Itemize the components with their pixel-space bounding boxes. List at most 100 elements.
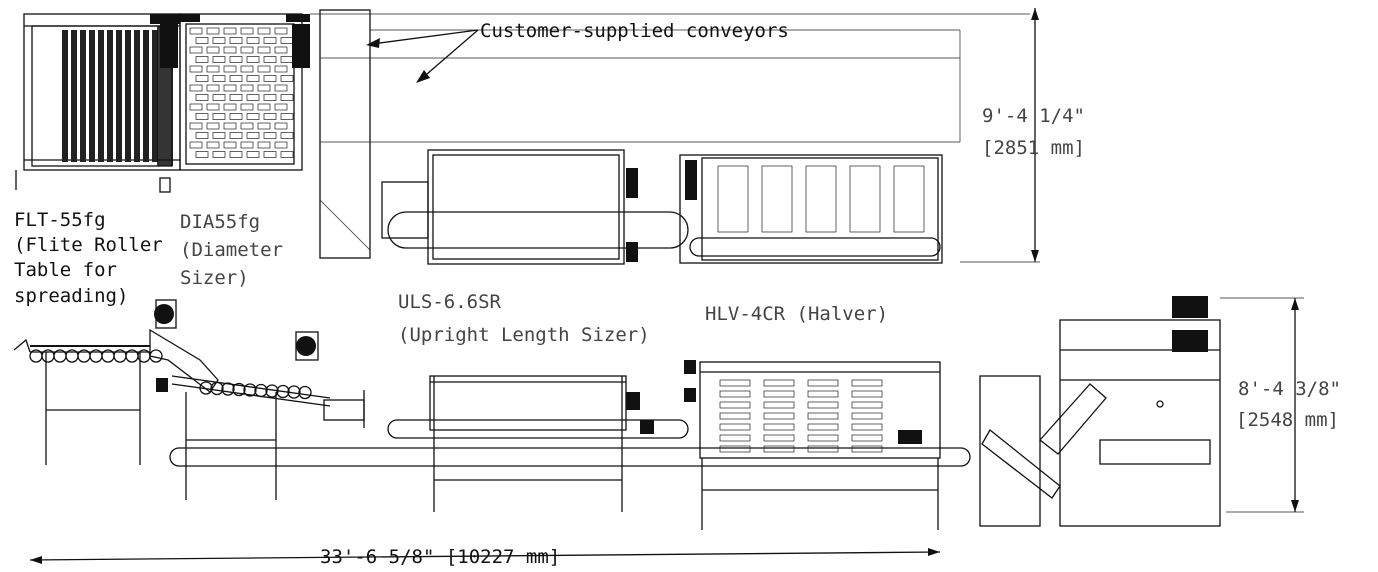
dia-side-roller [265, 384, 279, 398]
dia-cell [263, 75, 277, 82]
hlv-side-cell [763, 390, 795, 398]
flt-roller [98, 30, 104, 162]
overall-length-dimension [29, 548, 941, 564]
hlv-side-cell [719, 423, 751, 431]
hlv-side-cell [851, 434, 883, 442]
dia-cell [212, 94, 226, 101]
hlv-side-cell [851, 423, 883, 431]
dia-cell [257, 103, 271, 111]
uls-model-label: ULS-6.6SR [398, 291, 502, 313]
dia-cell [212, 113, 226, 120]
dia-side-roller [243, 383, 257, 397]
hlv-plan-unit [679, 154, 943, 264]
dia-cell [229, 151, 243, 158]
uls-side-unit [169, 375, 971, 512]
dia-cell [257, 65, 271, 73]
dia-side-roller [199, 381, 213, 395]
hlv-side-cell [763, 434, 795, 442]
hlv-side-cell [807, 412, 839, 420]
dia-cell [246, 37, 260, 44]
hlv-side-cell [807, 434, 839, 442]
flt-side-unit [13, 299, 219, 465]
dia-cell [195, 113, 209, 120]
dia-cell [240, 84, 254, 92]
dia-cell [280, 37, 294, 44]
uls-plan-unit [381, 149, 689, 265]
dia-cell [229, 56, 243, 63]
dia-cell [280, 113, 294, 120]
flt-desc-line-2: Table for [14, 259, 117, 281]
hlv-side-cell [851, 412, 883, 420]
dia-cell [195, 56, 209, 63]
hlv-side-cell [763, 379, 795, 387]
dia-cell [212, 75, 226, 82]
flt-roller [107, 30, 113, 162]
callout-arrows [366, 29, 479, 83]
dia-cell [274, 46, 288, 54]
dia-side-roller [298, 385, 312, 400]
hlv-side-cell [807, 401, 839, 409]
dia-cell [223, 46, 237, 54]
hlv-model-label: HLV-4CR (Halver) [705, 303, 888, 325]
dia-cell [274, 141, 288, 149]
dia-cell [257, 122, 271, 130]
dia-cell [274, 27, 288, 35]
dia-side-roller [221, 382, 235, 396]
dia-desc-line-1: (Diameter [180, 239, 283, 261]
dia-cell [206, 46, 220, 54]
dia-cell [240, 122, 254, 130]
dia-side-roller [210, 381, 224, 396]
hlv-side-cell [719, 412, 751, 420]
dia-cell [212, 37, 226, 44]
flt-roller [80, 30, 86, 162]
hlv-side-cell [807, 423, 839, 431]
dia-cell [229, 37, 243, 44]
hlv-plan-box [849, 165, 881, 233]
dia-cell [189, 65, 203, 73]
dia-cell [246, 75, 260, 82]
hlv-side-cell [763, 445, 795, 453]
plan-height-mm-label: [2851 mm] [982, 137, 1085, 159]
plan-height-dimension [960, 8, 1040, 263]
dia-cell [240, 65, 254, 73]
flt-roller [62, 30, 68, 162]
hlv-plan-box [893, 165, 925, 233]
dia-side-unit [171, 331, 365, 500]
dia-cell [246, 56, 260, 63]
dia-cell [223, 84, 237, 92]
dia-cell [280, 56, 294, 63]
hlv-side-unit [684, 360, 941, 530]
dia-cell [229, 113, 243, 120]
dia-cell [229, 132, 243, 139]
dia-side-roller [287, 385, 301, 399]
dia-cell [189, 27, 203, 35]
flt-roller [125, 30, 131, 162]
hlv-plan-box [717, 165, 749, 233]
dia-cell [263, 151, 277, 158]
customer-conveyors-label: Customer-supplied conveyors [480, 20, 789, 42]
hlv-side-cell [719, 445, 751, 453]
hlv-side-cell [851, 390, 883, 398]
dia-cell [280, 132, 294, 139]
dia-desc-line-2: Sizer) [180, 267, 249, 289]
dia-cell [263, 37, 277, 44]
dia-cell [212, 151, 226, 158]
dia-cell [206, 141, 220, 149]
dia-cell [189, 141, 203, 149]
hlv-side-cell [719, 390, 751, 398]
dia-cell [246, 94, 260, 101]
dia-plan-unit [160, 13, 310, 171]
dia-cell [206, 103, 220, 111]
dia-cell [263, 56, 277, 63]
dia-cell [257, 141, 271, 149]
flt-roller [143, 30, 149, 162]
dia-cell [240, 46, 254, 54]
dia-cell [274, 65, 288, 73]
hlv-side-cell [807, 379, 839, 387]
dia-cell [257, 46, 271, 54]
dia-cell [195, 75, 209, 82]
dia-cell [280, 75, 294, 82]
dia-cell [189, 84, 203, 92]
dia-cell [195, 132, 209, 139]
